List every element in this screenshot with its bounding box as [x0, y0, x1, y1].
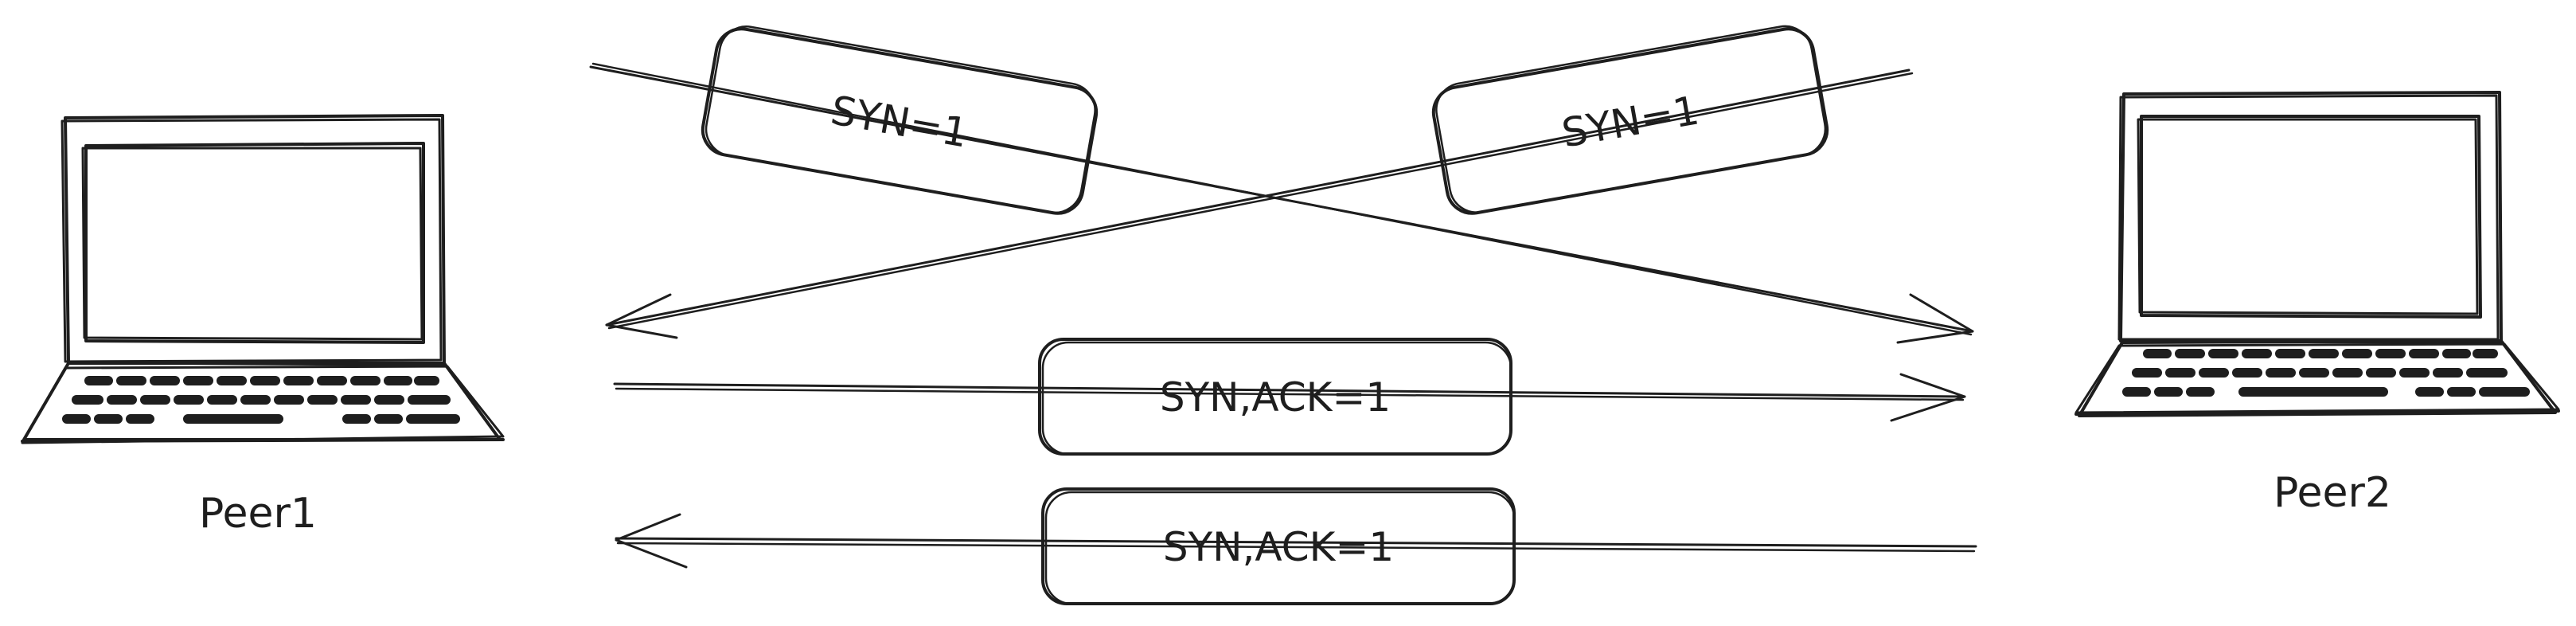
peer2-label: Peer2	[2274, 469, 2391, 517]
syn-label-peer2: SYN=1	[1559, 87, 1703, 156]
peer1-label: Peer1	[199, 490, 317, 538]
arrow-synack-to-peer2	[613, 373, 1966, 422]
arrow-synack-to-peer1	[615, 513, 1977, 569]
message-syn-from-peer1: SYN=1	[701, 25, 1099, 215]
peer1-laptop-icon	[21, 114, 505, 444]
synack-label-to-peer1: SYN,ACK=1	[1163, 524, 1394, 570]
message-syn-from-peer2: SYN=1	[1431, 25, 1829, 215]
syn-label-peer1: SYN=1	[827, 87, 971, 156]
arrow-syn-peer2-to-peer1	[605, 68, 1914, 339]
arrow-syn-peer1-to-peer2	[589, 62, 1974, 344]
peer2-laptop-icon	[2074, 91, 2560, 417]
synack-label-to-peer2: SYN,ACK=1	[1160, 374, 1391, 421]
message-synack-to-peer2: SYN,ACK=1	[1038, 338, 1512, 456]
message-synack-to-peer1: SYN,ACK=1	[1041, 487, 1516, 605]
